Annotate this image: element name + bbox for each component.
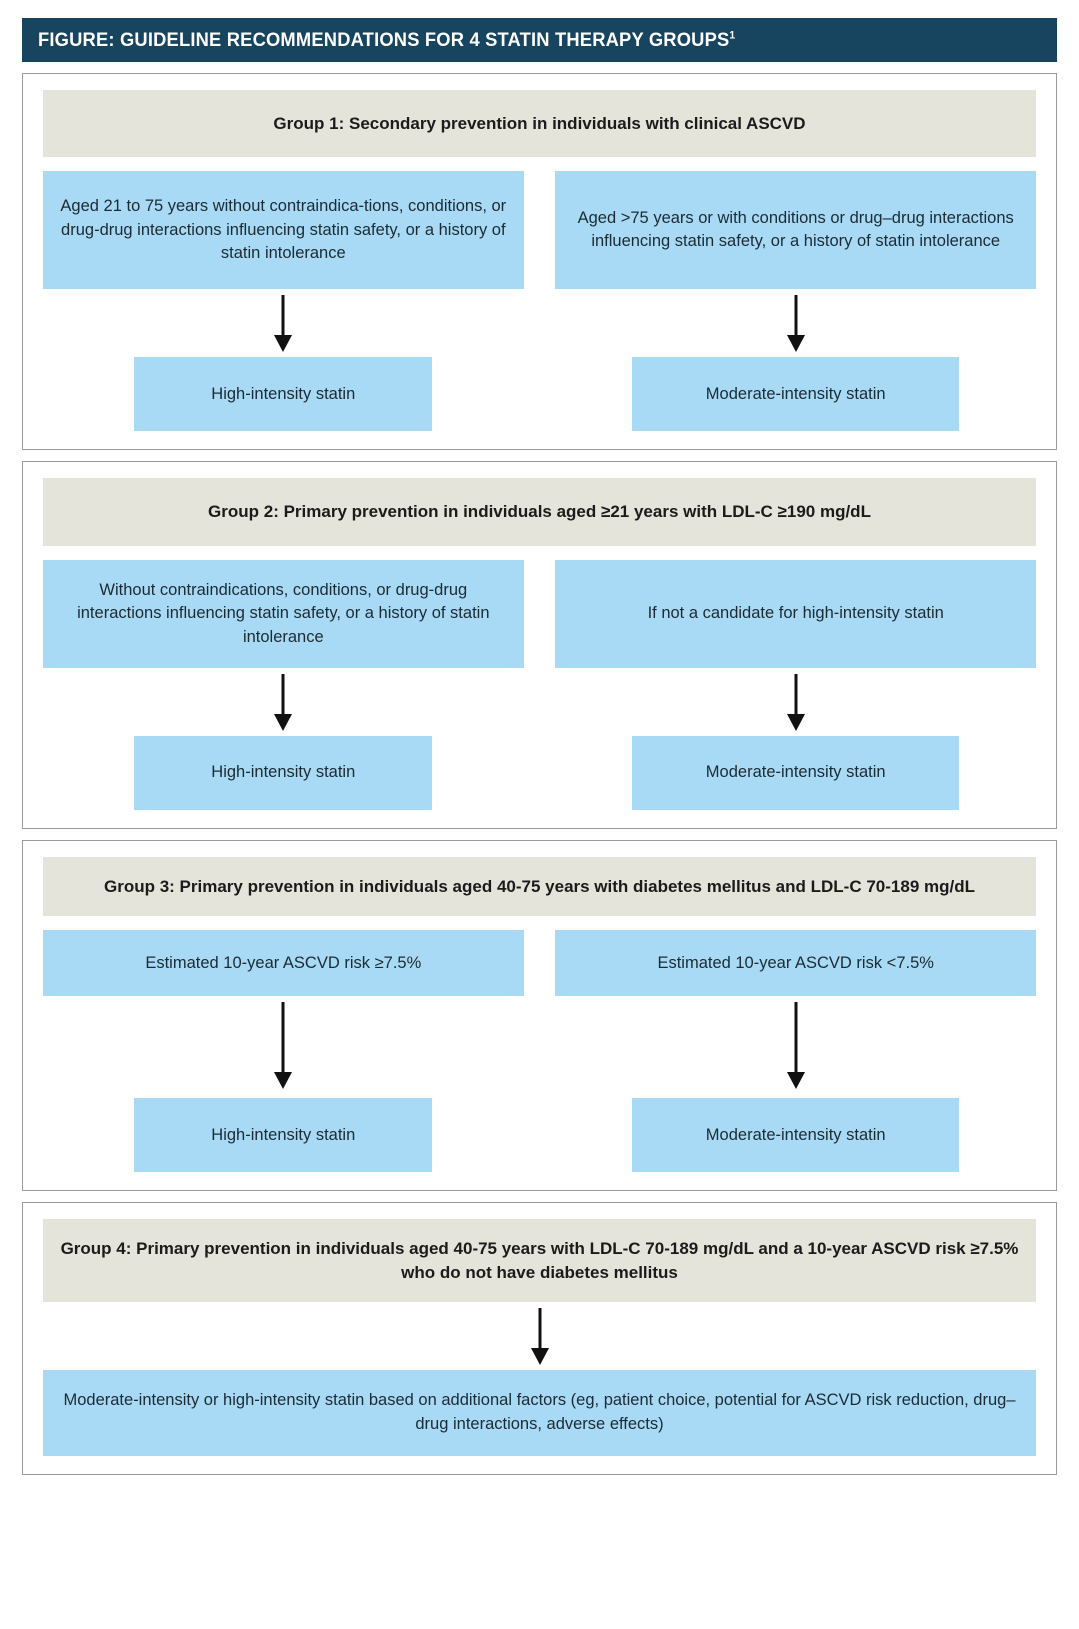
group-1-condition-left: Aged 21 to 75 years without contraindica…	[43, 171, 524, 290]
group-3-outcome-right: Moderate-intensity statin	[632, 1098, 960, 1173]
group-4-header: Group 4: Primary prevention in individua…	[43, 1219, 1036, 1303]
group-2-condition-left: Without contraindications, conditions, o…	[43, 559, 524, 668]
group-4-outcome: Moderate-intensity or high-intensity sta…	[43, 1370, 1036, 1457]
group-2-outcome-right: Moderate-intensity statin	[632, 735, 960, 810]
group-1-header: Group 1: Secondary prevention in individ…	[43, 90, 1036, 158]
group-2-header: Group 2: Primary prevention in individua…	[43, 478, 1036, 546]
arrow-down-icon	[786, 673, 805, 732]
arrow-shaft	[538, 1308, 541, 1351]
arrow-head	[786, 335, 805, 353]
group-3-branch-right: Estimated 10-year ASCVD risk <7.5% Moder…	[555, 930, 1036, 1173]
group-2-condition-right: If not a candidate for high-intensity st…	[555, 559, 1036, 668]
group-2-branch-left: Without contraindications, conditions, o…	[43, 559, 524, 810]
group-1-branch-left: Aged 21 to 75 years without contraindica…	[43, 171, 524, 432]
figure-title: FIGURE: GUIDELINE RECOMMENDATIONS FOR 4 …	[38, 29, 735, 52]
group-panel-3: Group 3: Primary prevention in individua…	[22, 839, 1057, 1192]
arrow-shaft	[794, 1002, 798, 1075]
group-3-header: Group 3: Primary prevention in individua…	[43, 856, 1036, 917]
group-3-outcome-left: High-intensity statin	[134, 1098, 433, 1173]
arrow-head	[786, 713, 805, 731]
group-2-branch-right: If not a candidate for high-intensity st…	[555, 559, 1036, 810]
arrow-down-icon	[786, 1002, 805, 1094]
arrow-head	[786, 1072, 805, 1090]
group-panel-1: Group 1: Secondary prevention in individ…	[22, 73, 1057, 451]
group-1-branch-row: Aged 21 to 75 years without contraindica…	[43, 171, 1036, 432]
arrow-head	[530, 1348, 549, 1366]
group-4-flow: Moderate-intensity or high-intensity sta…	[43, 1302, 1036, 1457]
arrow-shaft	[794, 673, 798, 716]
group-2-outcome-left: High-intensity statin	[134, 735, 433, 810]
group-1-condition-right: Aged >75 years or with conditions or dru…	[555, 171, 1036, 290]
figure-title-bar: FIGURE: GUIDELINE RECOMMENDATIONS FOR 4 …	[22, 18, 1057, 62]
figure-title-text: FIGURE: GUIDELINE RECOMMENDATIONS FOR 4 …	[38, 28, 730, 51]
group-2-branch-row: Without contraindications, conditions, o…	[43, 559, 1036, 810]
arrow-down-icon	[530, 1308, 549, 1366]
group-panel-4: Group 4: Primary prevention in individua…	[22, 1202, 1057, 1476]
arrow-head	[274, 713, 293, 731]
group-1-outcome-left: High-intensity statin	[134, 357, 433, 432]
arrow-shaft	[281, 673, 285, 716]
arrow-shaft	[794, 295, 798, 338]
arrow-shaft	[281, 295, 285, 338]
arrow-shaft	[281, 1002, 285, 1075]
arrow-head	[274, 1072, 293, 1090]
arrow-down-icon	[274, 1002, 293, 1094]
arrow-down-icon	[274, 295, 293, 353]
group-3-condition-right: Estimated 10-year ASCVD risk <7.5%	[555, 930, 1036, 997]
figure-title-superscript: 1	[729, 29, 736, 41]
arrow-down-icon	[274, 673, 293, 732]
group-3-condition-left: Estimated 10-year ASCVD risk ≥7.5%	[43, 930, 524, 997]
arrow-down-icon	[786, 295, 805, 353]
group-panel-2: Group 2: Primary prevention in individua…	[22, 461, 1057, 829]
group-3-branch-left: Estimated 10-year ASCVD risk ≥7.5% High-…	[43, 930, 524, 1173]
group-3-branch-row: Estimated 10-year ASCVD risk ≥7.5% High-…	[43, 930, 1036, 1173]
group-1-outcome-right: Moderate-intensity statin	[632, 357, 960, 432]
arrow-head	[274, 335, 293, 353]
group-1-branch-right: Aged >75 years or with conditions or dru…	[555, 171, 1036, 432]
